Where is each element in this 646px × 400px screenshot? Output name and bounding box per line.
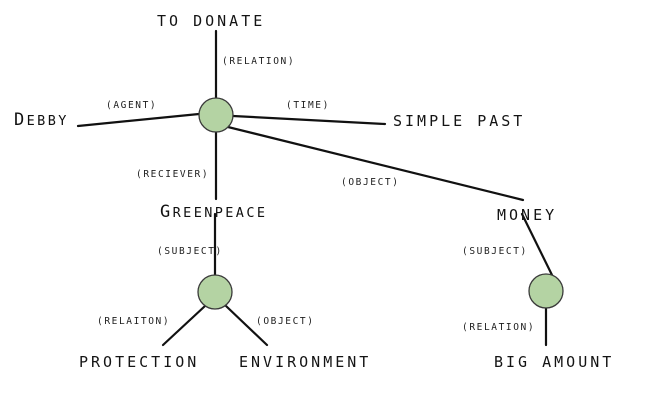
term-debby-initial: D (14, 110, 27, 130)
node-hub[interactable] (198, 97, 234, 133)
node-greenpeace-relation[interactable] (197, 274, 233, 310)
term-big-amount[interactable]: BIG AMOUNT (494, 353, 615, 371)
role-subject-greenpeace: (SUBJECT) (157, 246, 223, 257)
edge-group (76, 29, 554, 347)
edge-money-object (226, 125, 525, 202)
role-object-money: (OBJECT) (341, 177, 400, 188)
role-agent: (AGENT) (106, 100, 158, 111)
role-reciever: (RECIEVER) (136, 169, 210, 180)
term-money[interactable]: MONEY (497, 206, 558, 224)
edge-debby-agent (76, 112, 201, 128)
role-relation-bottom: (RELATION) (462, 322, 536, 333)
term-debby-rest: EBBY (26, 113, 69, 129)
role-time: (TIME) (286, 100, 330, 111)
edge-money-subject (520, 212, 554, 277)
term-protection[interactable]: PROTECTION (79, 353, 200, 371)
role-subject-money: (SUBJECT) (462, 246, 528, 257)
edge-protection-relaiton (161, 304, 207, 347)
term-simple-past[interactable]: SIMPLE PAST (393, 112, 526, 130)
node-group (197, 97, 564, 310)
term-environment[interactable]: ENVIRONMENT (239, 353, 372, 371)
role-relaiton: (RELAITON) (97, 316, 171, 327)
edge-environment-object (224, 304, 269, 347)
term-greenpeace-rest: REENPEACE (172, 205, 268, 221)
node-money-relation[interactable] (528, 273, 564, 309)
role-object-environment: (OBJECT) (256, 316, 315, 327)
edge-simple-past-time (231, 114, 387, 126)
role-relation-top: (RELATION) (222, 56, 296, 67)
term-greenpeace[interactable]: GREENPEACE (160, 202, 267, 222)
term-greenpeace-initial: G (160, 202, 173, 222)
term-debby[interactable]: DEBBY (14, 110, 69, 130)
term-to-donate[interactable]: TO DONATE (157, 12, 266, 30)
